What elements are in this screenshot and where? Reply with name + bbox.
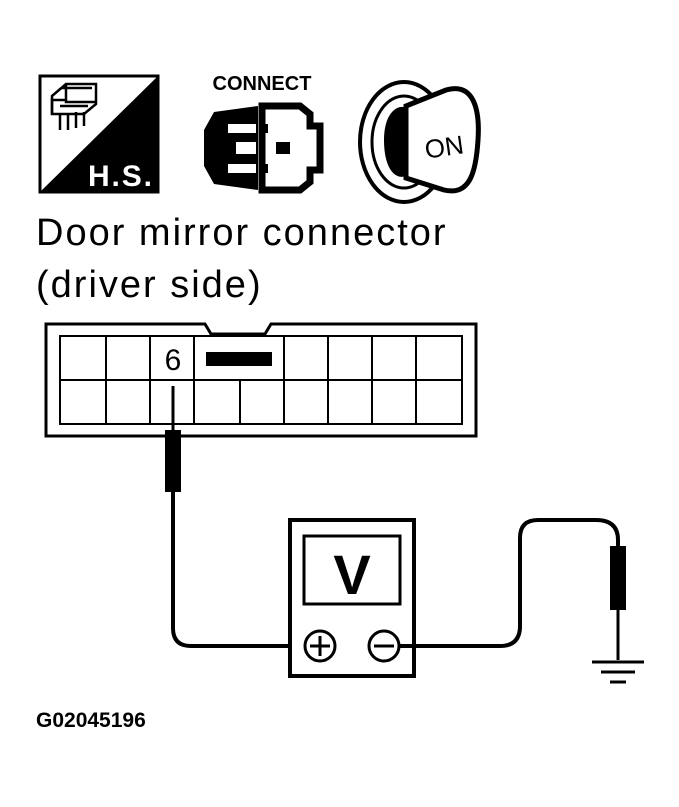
- harness-connector-icon: H.S.: [38, 74, 160, 194]
- ignition-icon-label: ON: [423, 129, 466, 164]
- connect-icon: CONNECT: [204, 73, 324, 194]
- diagram-title: Door mirror connector: [36, 212, 448, 254]
- ignition-on-icon: ON: [358, 80, 481, 204]
- door-mirror-connector: [44, 322, 478, 438]
- diagram-subtitle: (driver side): [36, 264, 263, 306]
- ground-icon: [592, 660, 644, 684]
- negative-probe: [399, 518, 626, 660]
- voltmeter-display: V: [333, 543, 370, 606]
- voltmeter: V: [288, 518, 416, 678]
- positive-probe: [165, 386, 306, 648]
- terminal-6-label: 6: [165, 344, 182, 377]
- figure-code: G02045196: [36, 709, 146, 732]
- connect-icon-label: CONNECT: [213, 73, 312, 95]
